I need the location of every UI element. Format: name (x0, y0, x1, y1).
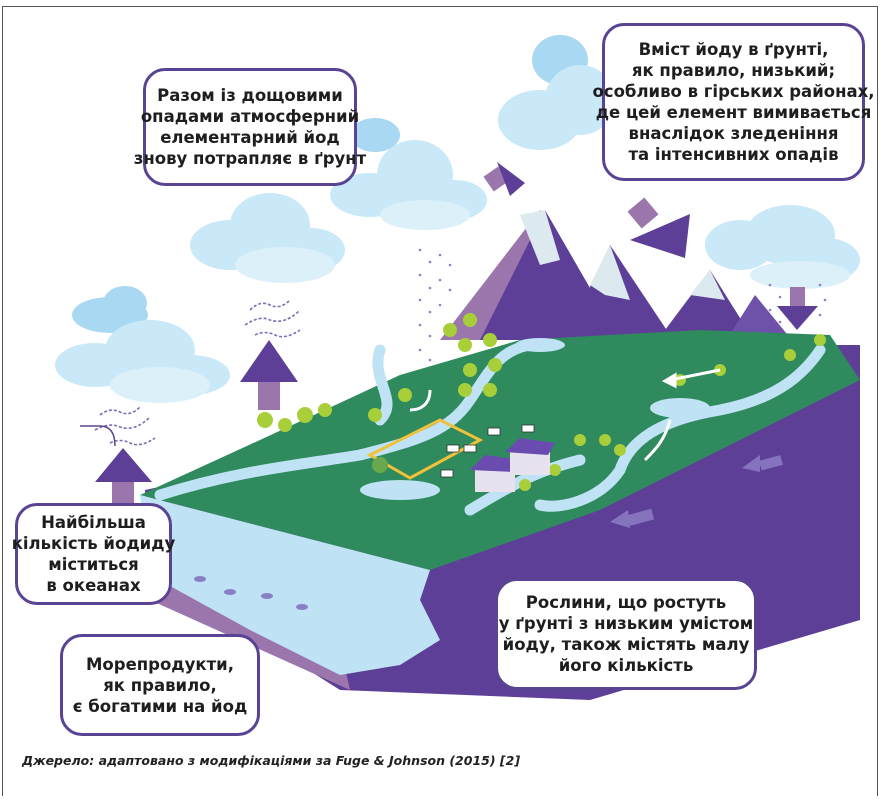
callout-text: Вміст йоду в ґрунті, (638, 40, 829, 59)
lake (650, 398, 710, 418)
cloud-icon (190, 193, 345, 283)
cloud-icon (330, 118, 487, 230)
callout-ocean-iodide: Найбільша кількість йодиду міститься в о… (12, 503, 175, 605)
arrow-diagonal-icon (483, 162, 525, 196)
rain-drops (418, 248, 827, 362)
callout-text: Разом із дощовими (157, 86, 343, 105)
ocean (140, 495, 440, 675)
callout-text: де цей елемент вимивається (595, 103, 872, 122)
mountains (440, 210, 800, 350)
farm-building (470, 438, 555, 492)
cloud-icon (498, 35, 615, 150)
callout-text: внаслідок зледеніння (628, 124, 839, 143)
source-caption: Джерело: адаптовано з модифікаціями за F… (22, 753, 521, 768)
callout-text: елементарний йод (160, 128, 340, 147)
pointer-line (80, 425, 116, 447)
rivers (154, 339, 826, 516)
callout-text: кількість йодиду (11, 534, 176, 553)
callout-seafood: Морепродукти, як правило, є богатими на … (60, 634, 260, 736)
callout-text: йоду, також містять малу (502, 635, 750, 654)
callout-text: Рослини, що ростуть (525, 593, 727, 612)
callout-text: як правило, (103, 675, 217, 695)
callout-rain-iodine: Разом із дощовими опадами атмосферний ел… (134, 68, 366, 186)
callout-plants: Рослини, що ростуть у ґрунті з низьким у… (495, 578, 757, 690)
callout-text: в океанах (46, 576, 141, 595)
callout-text: є богатими на йод (72, 696, 248, 716)
grassland (140, 330, 860, 570)
callout-text: у ґрунті з низьким умістом (498, 614, 754, 633)
arrow-down-icon (627, 197, 690, 258)
fish-icon (194, 576, 308, 610)
lake (515, 338, 565, 352)
callout-text: Морепродукти, (86, 654, 234, 674)
arrow-up-icon (95, 448, 152, 510)
callout-text: знову потрапляє в ґрунт (133, 149, 367, 168)
cow-icon (440, 424, 535, 478)
callout-text: його кількість (558, 656, 694, 675)
callout-text: особливо в гірських районах, (592, 82, 875, 101)
callout-text: як правило, низький; (631, 61, 836, 80)
cloud-icon (55, 286, 230, 403)
callout-text: опадами атмосферний (140, 107, 360, 126)
callout-text: міститься (48, 555, 139, 574)
figure-frame (2, 6, 878, 796)
callout-text: та інтенсивних опадів (628, 145, 839, 164)
vapor-icon (94, 299, 301, 446)
arrow-left-icon (610, 455, 783, 528)
arrow-down-icon (777, 287, 818, 330)
cloud-icon (705, 205, 860, 289)
callout-soil-iodine: Вміст йоду в ґрунті, як правило, низький… (592, 23, 875, 181)
flow-arrow (409, 368, 721, 462)
callout-text: Найбільша (41, 513, 146, 532)
crop-field (366, 418, 484, 480)
lake (360, 480, 440, 500)
arrow-up-icon (240, 340, 298, 410)
